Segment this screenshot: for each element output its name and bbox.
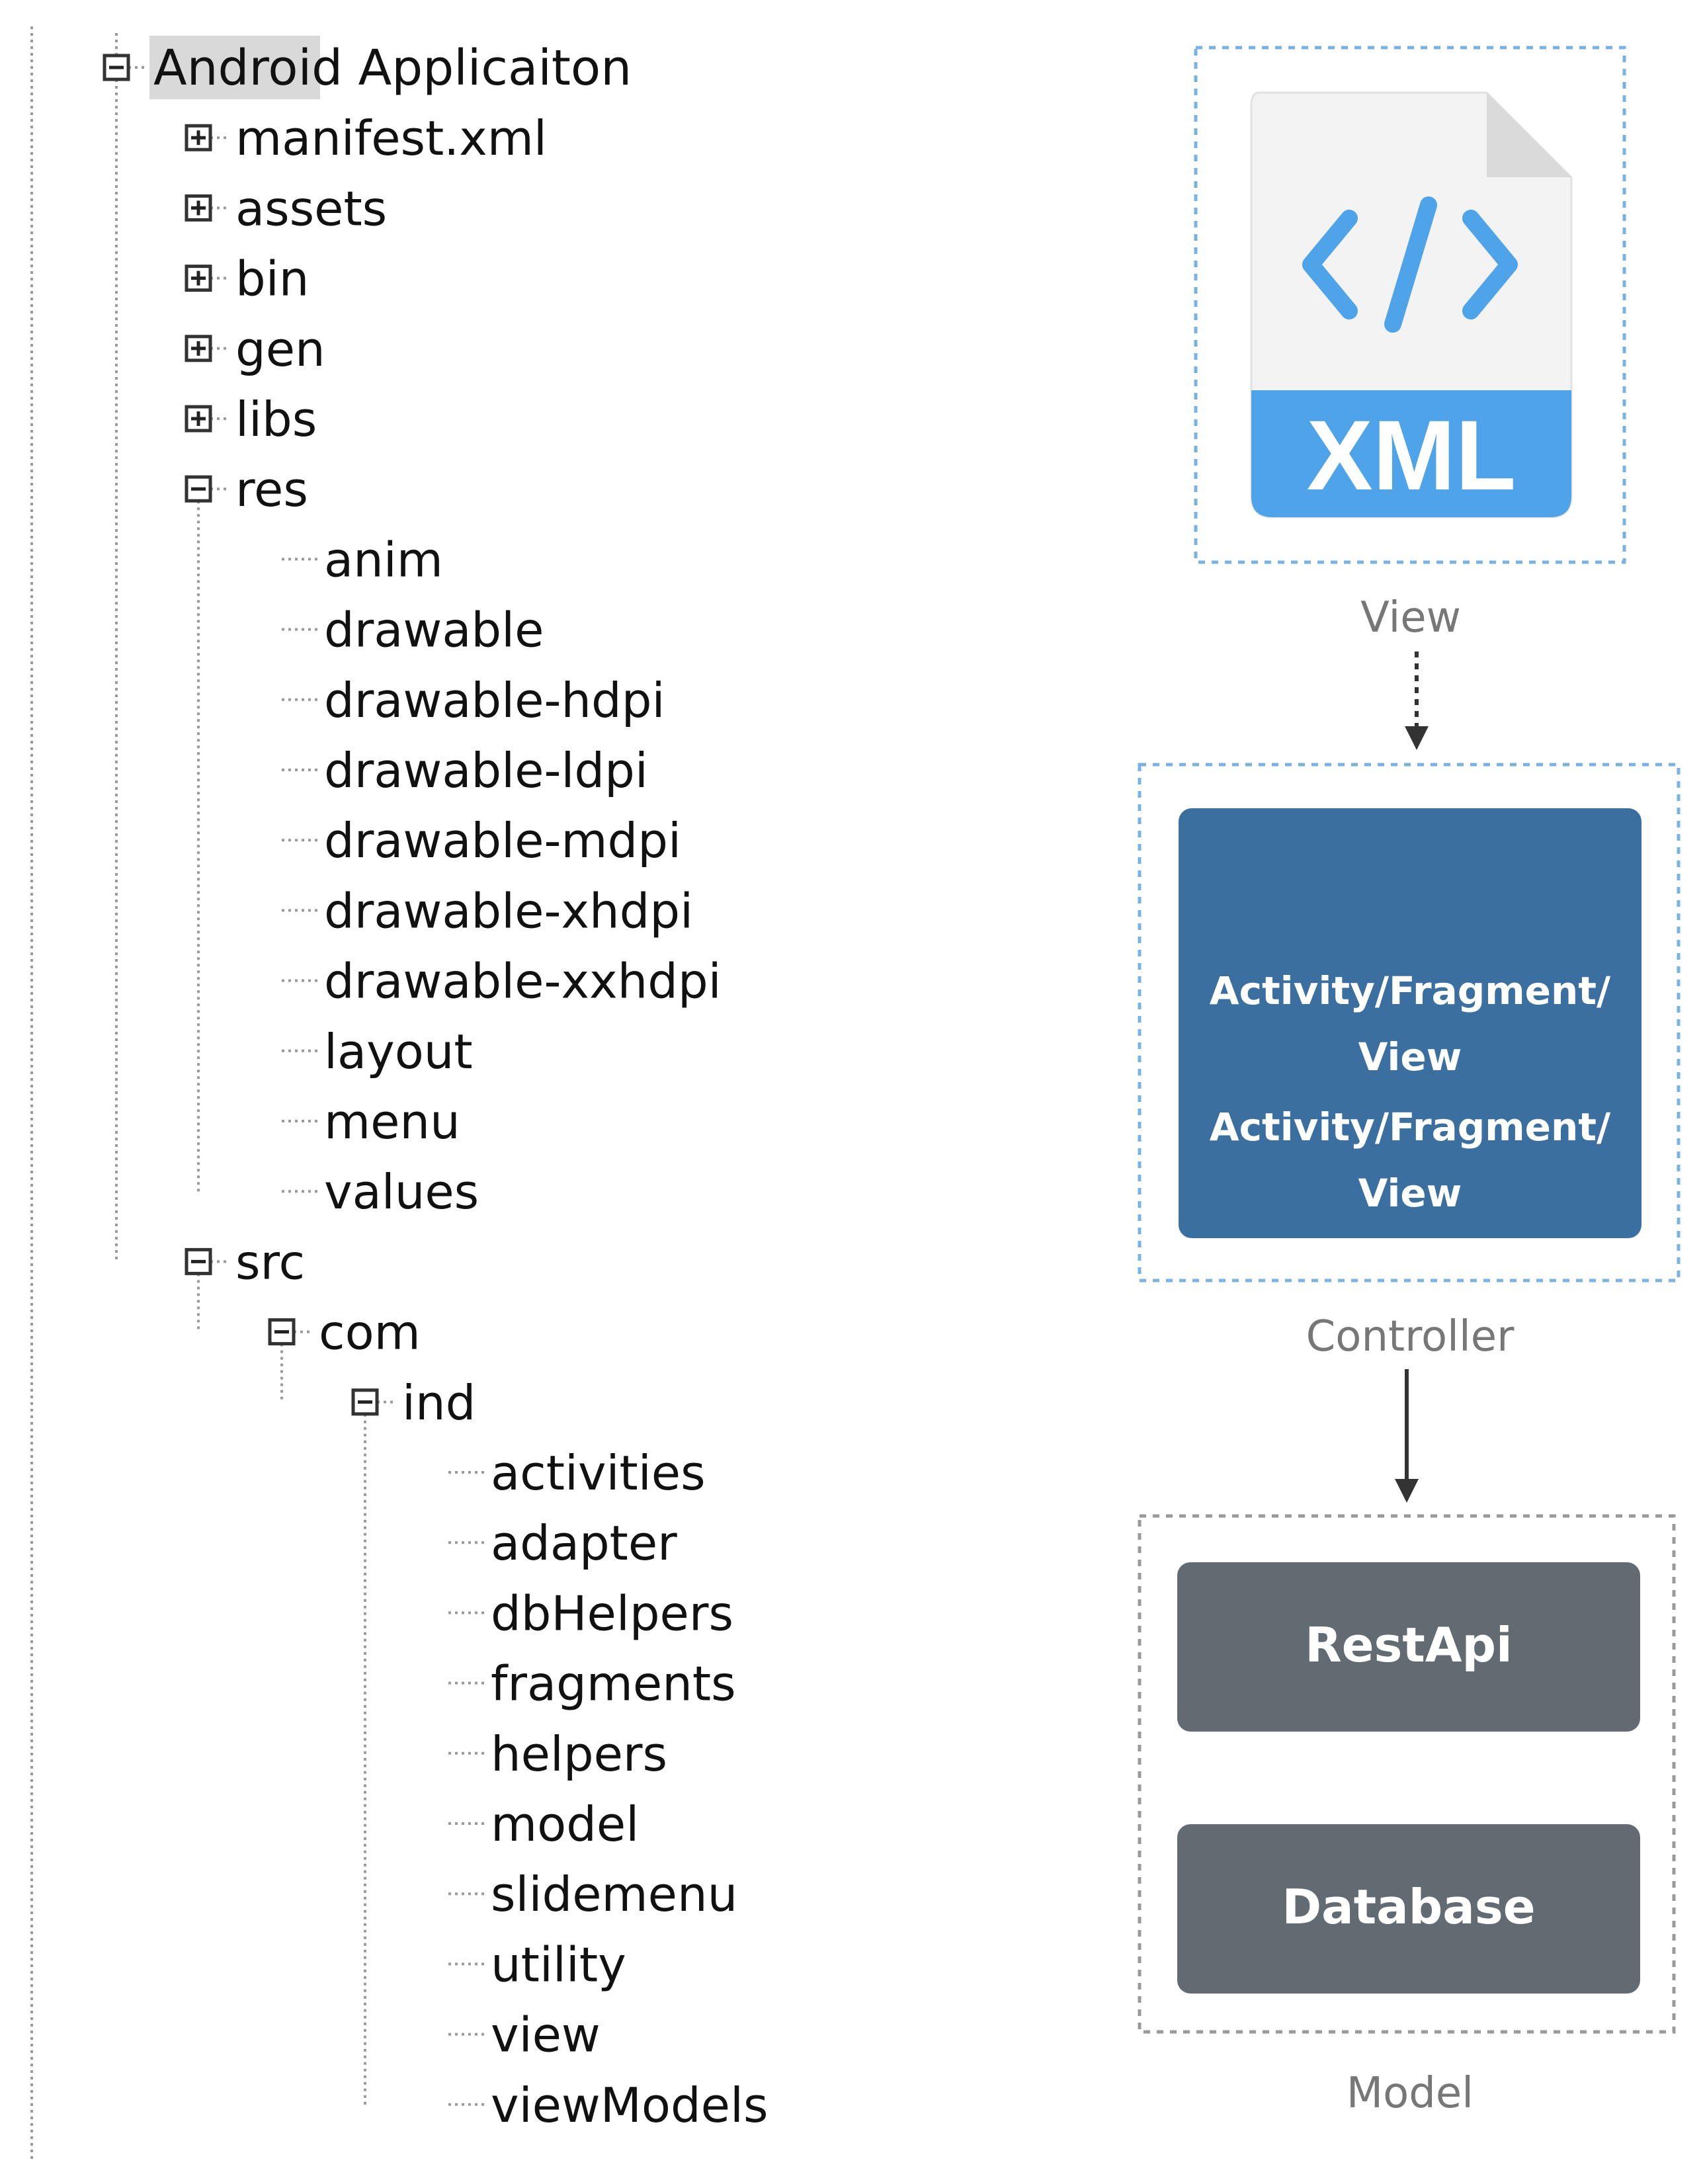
xml-file-icon: XML: [1250, 91, 1573, 519]
xml-badge-text: XML: [1307, 399, 1516, 511]
controller-line-3: Activity/Fragment/: [1210, 1105, 1611, 1150]
tree-item-label[interactable]: gen: [235, 321, 325, 377]
expand-toggle-icon[interactable]: [185, 335, 212, 362]
collapse-toggle-icon[interactable]: [103, 54, 130, 81]
controller-box: [1179, 808, 1641, 1238]
view-dashed-frame: [1194, 46, 1626, 564]
tree-item-label[interactable]: dbHelpers: [491, 1585, 733, 1641]
expand-toggle-icon[interactable]: [185, 124, 212, 151]
model-caption: Model: [1347, 2069, 1474, 2118]
collapse-toggle-icon[interactable]: [351, 1388, 379, 1416]
tree-item-label[interactable]: slidemenu: [491, 1867, 737, 1922]
tree-item-label[interactable]: ind: [402, 1375, 476, 1431]
root-selection-highlight: [149, 36, 320, 99]
tree-item-label[interactable]: viewModels: [491, 2078, 768, 2133]
controller-caption: Controller: [1306, 1312, 1515, 1361]
code-brackets-icon: [1302, 196, 1518, 333]
collapse-toggle-icon[interactable]: [268, 1318, 296, 1346]
database-label: Database: [1282, 1879, 1535, 1935]
tree-item-label[interactable]: drawable-hdpi: [324, 673, 665, 728]
tree-item-label[interactable]: layout: [324, 1024, 473, 1079]
tree-item-label[interactable]: view: [491, 2007, 601, 2063]
controller-dashed-frame: [1138, 763, 1681, 1282]
controller-line-2: View: [1358, 1034, 1462, 1079]
tree-item-label[interactable]: adapter: [491, 1515, 677, 1571]
tree-item-label[interactable]: utility: [491, 1937, 626, 1992]
view-caption: View: [1360, 593, 1461, 642]
collapse-toggle-icon[interactable]: [185, 1247, 212, 1275]
tree-item-label[interactable]: drawable-xhdpi: [324, 883, 693, 939]
tree-item-label[interactable]: src: [235, 1234, 305, 1290]
tree-item-label[interactable]: libs: [235, 392, 317, 447]
tree-item-label[interactable]: res: [235, 462, 308, 517]
tree-item-label[interactable]: fragments: [491, 1656, 736, 1712]
tree-item-label[interactable]: drawable-xxhdpi: [324, 954, 722, 1009]
restapi-box: [1177, 1562, 1640, 1732]
restapi-label: RestApi: [1305, 1617, 1513, 1673]
tree-item-label[interactable]: com: [319, 1305, 421, 1361]
tree-item-label[interactable]: menu: [324, 1094, 460, 1150]
model-dashed-frame: [1138, 1514, 1676, 2034]
controller-line-4: View: [1358, 1171, 1462, 1216]
tree-item-label[interactable]: manifest.xml: [235, 110, 547, 166]
project-tree: Android Applicaiton manifest.xml assets bin…: [30, 26, 768, 2163]
database-box: [1177, 1824, 1640, 1994]
tree-item-label[interactable]: drawable-mdpi: [324, 813, 681, 868]
controller-line-1: Activity/Fragment/: [1210, 968, 1611, 1013]
tree-item-label[interactable]: activities: [491, 1445, 706, 1501]
tree-item-label[interactable]: drawable: [324, 603, 544, 658]
expand-toggle-icon[interactable]: [185, 405, 212, 433]
tree-root-label[interactable]: Android Applicaiton: [153, 40, 632, 97]
tree-item-label[interactable]: drawable-ldpi: [324, 743, 648, 798]
tree-item-label[interactable]: bin: [235, 251, 309, 307]
expand-toggle-icon[interactable]: [185, 194, 212, 222]
tree-item-label[interactable]: helpers: [491, 1726, 667, 1782]
tree-item-label[interactable]: model: [491, 1796, 639, 1852]
tree-item-label[interactable]: values: [324, 1164, 479, 1220]
tree-item-label[interactable]: anim: [324, 532, 443, 587]
expand-toggle-icon[interactable]: [185, 265, 212, 292]
tree-item-label[interactable]: assets: [235, 181, 387, 236]
collapse-toggle-icon[interactable]: [185, 475, 212, 503]
